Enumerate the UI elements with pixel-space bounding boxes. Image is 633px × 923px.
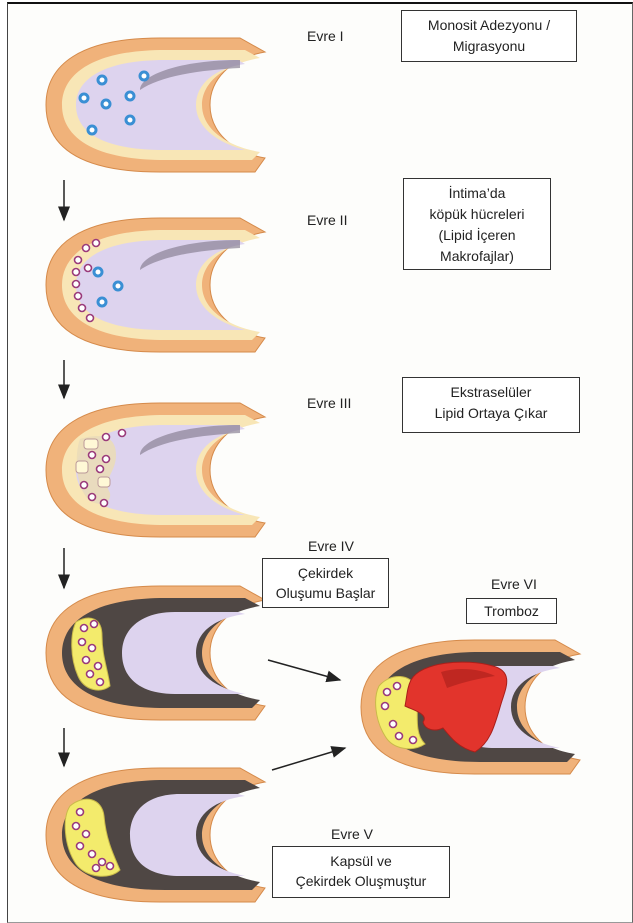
stage-6-description: Tromboz [466, 598, 557, 624]
stage-5-line-1: Kapsül ve [279, 851, 443, 871]
stage-3-line-1: Ekstraselüler [409, 382, 573, 403]
stage-2-label: Evre II [307, 212, 347, 228]
stage-6-line-1: Tromboz [471, 601, 552, 621]
stage-3-line-2: Lipid Ortaya Çıkar [409, 403, 573, 424]
stage-5-description: Kapsül ve Çekirdek Oluşmuştur [272, 846, 450, 898]
stage-1-line-2: Migrasyonu [408, 36, 570, 57]
stage-5-label: Evre V [331, 826, 373, 842]
stage-4-label: Evre IV [308, 538, 354, 554]
stage-3-label: Evre III [307, 395, 351, 411]
stage-2-line-4: Makrofajlar) [410, 246, 544, 267]
stage-1-description: Monosit Adezyonu / Migrasyonu [401, 10, 577, 62]
stage-2-line-1: İntima’da [410, 183, 544, 204]
stage-6-label: Evre VI [491, 576, 537, 592]
arrow-stage5-to-stage6 [272, 748, 345, 770]
stage-4-description: Çekirdek Oluşumu Başlar [262, 558, 389, 608]
stage-5-line-2: Çekirdek Oluşmuştur [279, 871, 443, 891]
stage-3-description: Ekstraselüler Lipid Ortaya Çıkar [402, 377, 580, 433]
stage-1-line-1: Monosit Adezyonu / [408, 15, 570, 36]
stage-2-line-3: (Lipid İçeren [410, 225, 544, 246]
stage-4-line-1: Çekirdek [269, 563, 382, 583]
stage-4-line-2: Oluşumu Başlar [269, 583, 382, 603]
stage-2-line-2: köpük hücreleri [410, 204, 544, 225]
arrow-stage4-to-stage6 [268, 660, 340, 680]
stage-2-description: İntima’da köpük hücreleri (Lipid İçeren … [403, 178, 551, 270]
stage-1-label: Evre I [307, 28, 344, 44]
